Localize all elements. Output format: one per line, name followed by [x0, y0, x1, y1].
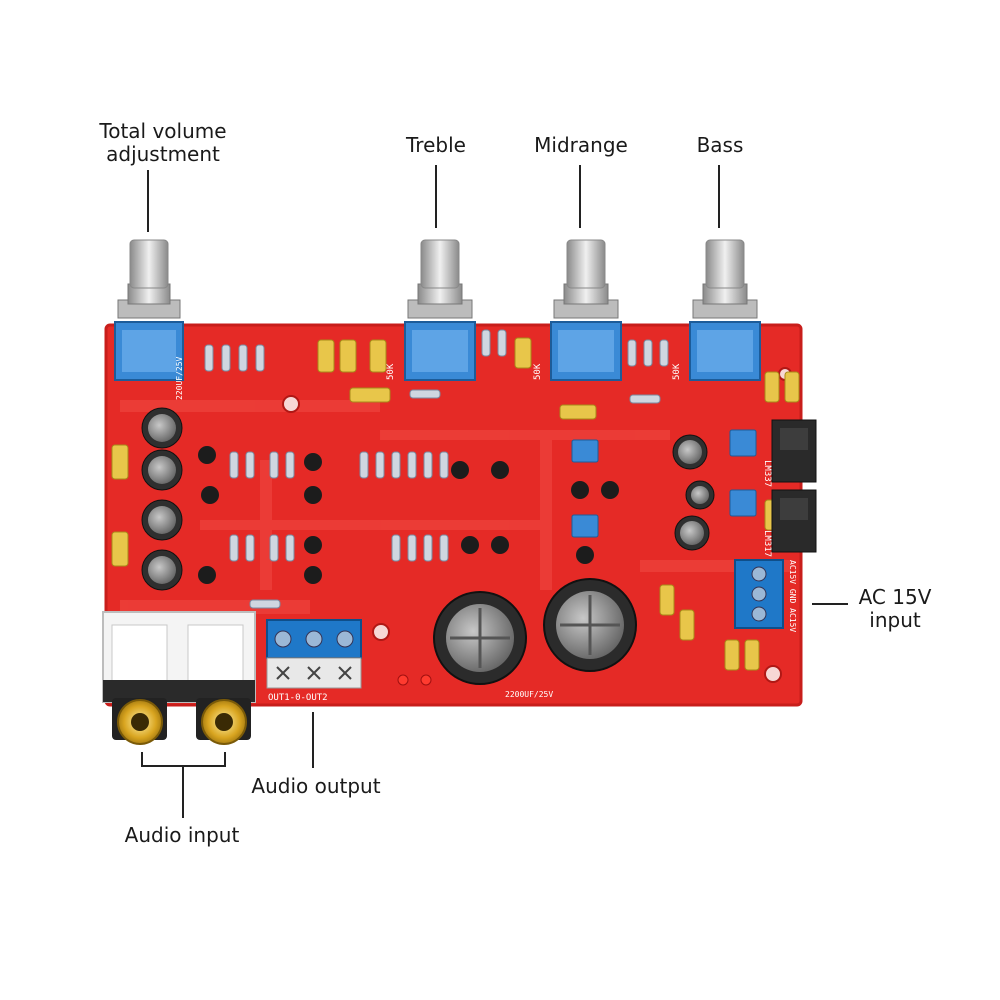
pot-value-labels: 50K 50K 50K [386, 363, 682, 380]
lm337-label: LM337 [762, 460, 772, 487]
leds [397, 674, 432, 686]
pot-midrange[interactable] [550, 239, 622, 381]
film-capacitors [111, 337, 800, 671]
ac-input-label-line2: input [869, 608, 921, 632]
bass-knob[interactable] [705, 239, 745, 289]
pot-treble[interactable] [404, 239, 476, 381]
ac-input-label: AC 15V input [840, 586, 950, 632]
large-capacitors [433, 578, 637, 685]
audio-output-label: Audio output [251, 774, 381, 798]
volume-label: Total volume adjustment [78, 120, 248, 166]
power-terminal-label: AC15V GND AC15V [788, 560, 797, 632]
lm317-label: LM317 [762, 530, 772, 557]
silkscreen-text: 220UF/25V 2200UF/25V [175, 356, 553, 699]
midrange-pot-value: 50K [533, 363, 543, 380]
small-cap-label: 220UF/25V [175, 356, 184, 400]
pot-bass[interactable] [689, 239, 761, 381]
ac-input-label-line1: AC 15V [858, 585, 932, 609]
midrange-label: Midrange [534, 133, 628, 157]
midrange-knob[interactable] [566, 239, 606, 289]
transistors [198, 446, 619, 584]
volume-label-line1: Total volume [99, 119, 227, 143]
output-terminal-block[interactable]: OUT1-0-OUT2 [266, 619, 362, 703]
volume-knob[interactable] [129, 239, 169, 289]
audio-input-label: Audio input [124, 823, 240, 847]
bass-label: Bass [696, 133, 744, 157]
resistors [204, 329, 669, 609]
small-capacitors [141, 407, 715, 591]
treble-knob[interactable] [420, 239, 460, 289]
pcb-traces [120, 400, 790, 614]
regulators: LM337 LM317 [762, 419, 817, 557]
treble-label: Treble [406, 133, 466, 157]
audio-input-bracket [141, 752, 226, 767]
callout-lines [141, 165, 848, 818]
volume-label-line2: adjustment [106, 142, 220, 166]
pot-volume[interactable] [114, 239, 184, 381]
main-cap-label: 2200UF/25V [505, 690, 553, 699]
treble-pot-value: 50K [386, 363, 396, 380]
output-terminal-label: OUT1-0-OUT2 [268, 693, 328, 703]
power-terminal-block[interactable]: AC15V GND AC15V [734, 559, 797, 632]
bass-pot-value: 50K [672, 363, 682, 380]
trimmers [571, 429, 757, 538]
rca-input-jack[interactable] [102, 611, 256, 745]
